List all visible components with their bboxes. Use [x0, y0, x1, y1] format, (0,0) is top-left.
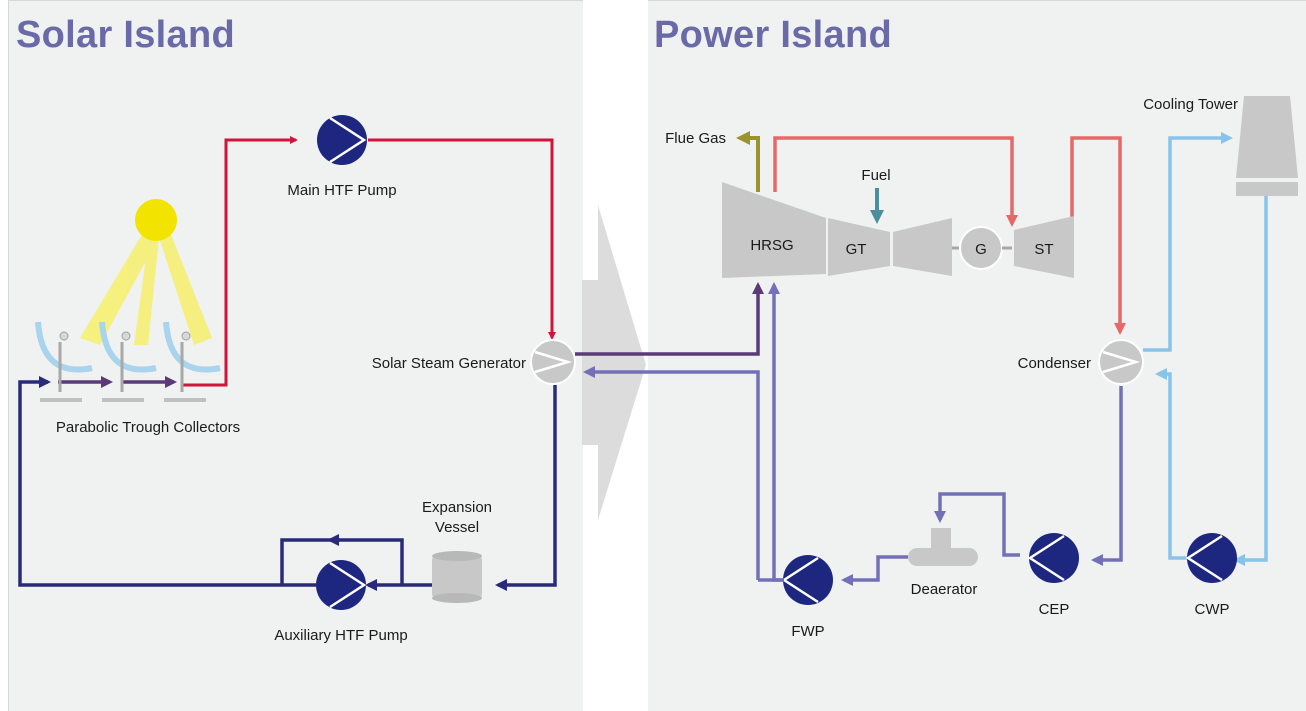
compressor-icon [893, 218, 952, 276]
cwp-pump-icon [1185, 533, 1237, 583]
expansion-vessel-label-2: Vessel [435, 519, 479, 536]
solar-steam-generator-label: Solar Steam Generator [372, 355, 526, 372]
trough-collector-icon [35, 321, 93, 402]
st-exhaust-line [1070, 136, 1126, 335]
cep-pump-icon [1027, 533, 1079, 583]
hrsg-icon [722, 182, 826, 278]
fwp-to-hrsg-line [768, 282, 784, 582]
solar-island-title: Solar Island [16, 14, 236, 56]
auxiliary-htf-pump-icon [316, 560, 367, 610]
cwp-label: CWP [1195, 601, 1230, 618]
steam-to-power-line [575, 282, 764, 356]
hrsg-steam-line [773, 136, 1018, 227]
cold-htf-return-line [495, 385, 557, 591]
condenser-icon [1098, 339, 1144, 385]
power-island-title: Power Island [654, 14, 893, 56]
cold-htf-bypass-line-2 [280, 538, 340, 585]
expansion-vessel-label-1: Expansion [422, 499, 492, 516]
feedwater-to-solar-line [583, 366, 760, 580]
gas-turbine-icon [828, 218, 890, 276]
cooling-water-to-tower-line [1143, 132, 1233, 352]
sun-rays [80, 222, 212, 345]
main-htf-pump-icon [317, 115, 367, 165]
flue-gas-line [736, 131, 760, 192]
st-label: ST [1034, 241, 1053, 258]
g-label: G [975, 241, 987, 258]
fwp-pump-icon [781, 555, 833, 605]
hot-htf-line-2 [368, 138, 556, 340]
main-htf-pump-label: Main HTF Pump [287, 182, 396, 199]
cep-to-deaerator-line [934, 492, 1020, 557]
cold-htf-to-collectors [18, 376, 316, 587]
fuel-label: Fuel [861, 167, 890, 184]
deaerator-icon [908, 528, 978, 566]
transfer-arrow [582, 205, 646, 520]
fwp-label: FWP [791, 623, 824, 640]
deaerator-label: Deaerator [911, 581, 978, 598]
cooling-water-from-tower-line [1233, 196, 1268, 566]
condensate-line [1091, 386, 1123, 566]
cooling-water-to-condenser-line [1155, 368, 1188, 560]
flue-gas-label: Flue Gas [665, 130, 726, 147]
deaerator-to-fwp-line [841, 555, 908, 586]
hot-htf-line [182, 136, 298, 387]
solar-island-panel [8, 0, 583, 711]
trough-collector-icon [99, 321, 157, 402]
cooling-tower-label: Cooling Tower [1143, 96, 1238, 113]
parabolic-trough-label: Parabolic Trough Collectors [56, 419, 240, 436]
condenser-label: Condenser [1018, 355, 1091, 372]
cep-label: CEP [1039, 601, 1070, 618]
solar-steam-generator-icon [530, 339, 576, 385]
cooling-tower-icon [1236, 96, 1298, 196]
auxiliary-htf-pump-label: Auxiliary HTF Pump [274, 627, 407, 644]
expansion-vessel-icon [432, 551, 482, 603]
parabolic-trough-collectors [35, 321, 221, 402]
cold-htf-bypass-line [327, 534, 404, 585]
sun-icon [135, 199, 177, 241]
trough-collector-icon [163, 321, 221, 402]
hrsg-label: HRSG [750, 237, 793, 254]
steam-turbine-icon [1014, 216, 1074, 278]
gt-label: GT [846, 241, 867, 258]
